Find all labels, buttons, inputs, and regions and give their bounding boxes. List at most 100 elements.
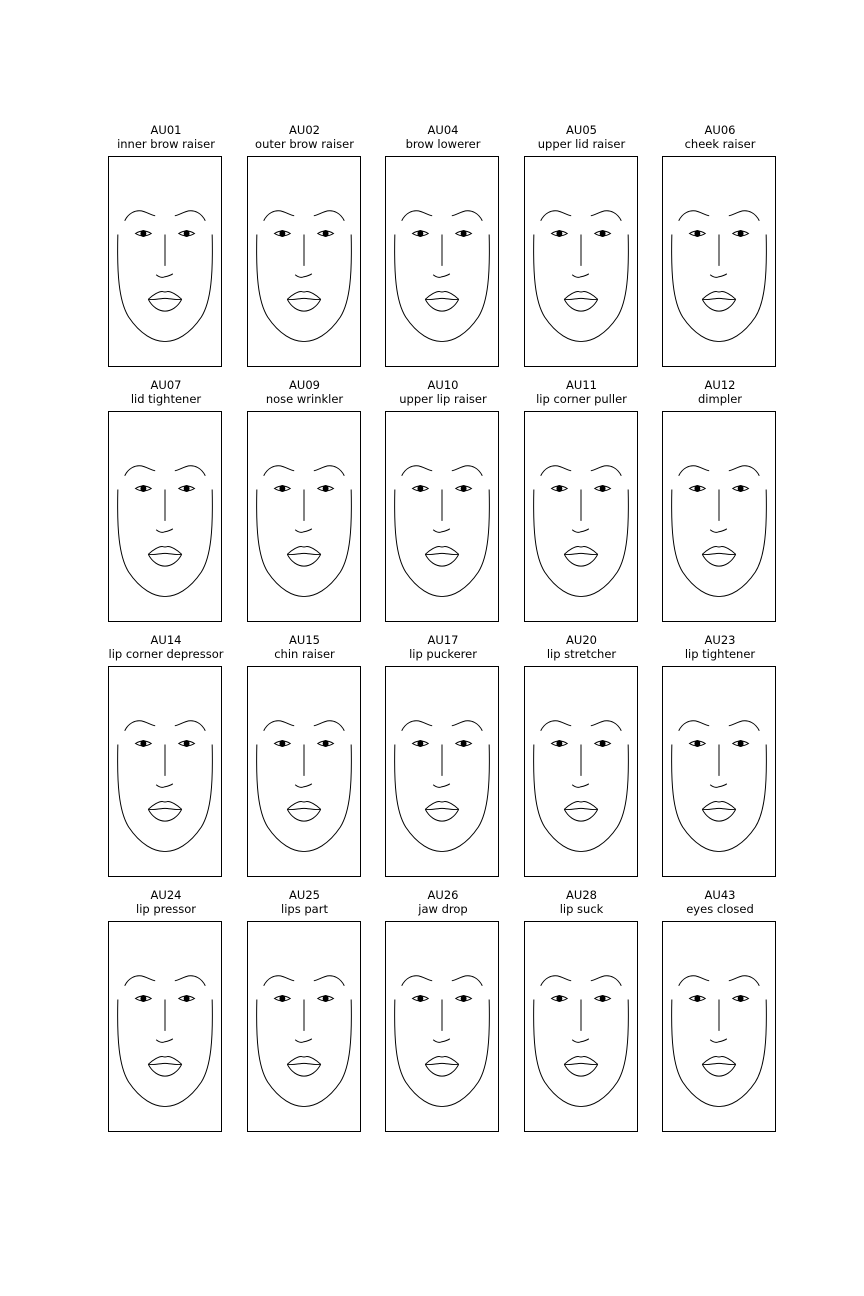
face-outline [255,744,352,853]
face-outline [255,489,352,598]
mouth-line [425,552,459,556]
left-pupil [417,484,424,493]
action-unit-code: AU10 [427,378,459,392]
action-unit-name: lips part [281,902,328,916]
action-unit-code: AU20 [566,633,597,647]
nose-base [709,528,728,533]
left-eye [273,995,291,1002]
right-pupil [322,994,329,1003]
right-eyebrow [728,720,760,731]
face-drawing [532,465,629,598]
upper-lip [286,800,321,810]
left-pupil [555,739,562,748]
right-pupil [183,739,190,748]
right-eyebrow [451,210,483,221]
face-outline [671,489,767,598]
action-unit-code: AU11 [566,378,597,392]
face-drawing [255,210,352,343]
right-pupil [737,484,744,493]
right-pupil [599,739,606,748]
right-eyebrow [728,210,760,221]
right-eyebrow [451,975,483,986]
action-unit-name: lid tightener [130,392,202,406]
action-unit-code: AU43 [704,888,736,902]
face-frame [523,411,638,622]
mouth-line [425,807,459,811]
face-drawing [255,720,352,853]
upper-lip [701,545,737,555]
left-eye [273,485,291,492]
right-pupil [183,484,190,493]
upper-lip [563,290,598,300]
face-outline [117,744,213,853]
face-frame [523,156,638,367]
face-outline [394,489,490,598]
right-eyebrow [590,720,622,731]
left-eye [550,740,568,747]
face-outline [394,744,490,853]
face-outline [117,234,213,343]
right-eyebrow [174,210,206,221]
lower-lip [424,1064,460,1077]
face-frame [246,666,361,877]
left-pupil [278,229,285,238]
face-frame [108,666,222,877]
right-pupil [599,484,606,493]
upper-lip [147,800,183,810]
face-frame [108,411,222,622]
mouth-line [702,1062,736,1066]
face-drawing [671,465,767,598]
nose-base [571,1038,589,1043]
upper-lip [701,1055,737,1065]
mouth-line [286,297,321,301]
left-pupil [555,994,562,1003]
left-eyebrow [539,720,571,731]
right-pupil [599,229,606,238]
right-eye [177,485,196,492]
face-outline [394,234,490,343]
face-outline [117,999,213,1108]
action-unit-code: AU14 [150,633,182,647]
right-pupil [599,994,606,1003]
left-eyebrow [678,210,710,221]
upper-lip [424,800,460,810]
action-unit-name: brow lowerer [405,137,481,151]
mouth-line [286,552,321,556]
left-eyebrow [539,465,571,476]
face-frame [108,921,222,1132]
mouth-line [563,552,598,556]
left-pupil [694,994,701,1003]
action-unit-name: lip corner puller [536,392,627,406]
nose-base [709,273,728,278]
left-eyebrow [124,465,156,476]
face-drawing [117,720,213,853]
right-eyebrow [174,975,206,986]
right-eye [593,995,611,1002]
face-drawing [671,210,767,343]
left-pupil [555,229,562,238]
right-eyebrow [313,720,345,731]
nose-base [432,528,451,533]
right-eyebrow [728,975,760,986]
face-frame [246,156,361,367]
face-frame [385,666,499,877]
right-eye [454,995,473,1002]
upper-lip [286,545,321,555]
lower-lip [424,299,460,312]
lower-lip [286,1064,321,1077]
right-pupil [460,994,467,1003]
upper-lip [147,1055,183,1065]
